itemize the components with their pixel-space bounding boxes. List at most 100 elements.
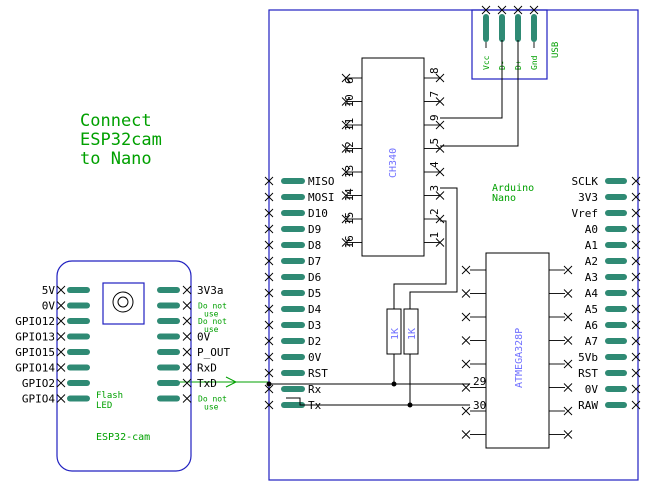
atmega-chip [485, 252, 550, 449]
nano-right-pin-pad [605, 338, 627, 344]
ch340-right-pin-num-5: 3 [428, 185, 441, 192]
ch340-right-pin-cross [435, 238, 445, 247]
esp-left-pin-cross [56, 378, 66, 388]
nano-left-pin-cross [264, 336, 274, 346]
esp-left-pin-label-5: GPIO14 [15, 362, 55, 375]
esp-left-pin-cross [56, 316, 66, 326]
nano-right-pin-cross [631, 352, 641, 362]
nano-right-pin-label-12: RST [578, 367, 598, 380]
nano-left-pin-pad [281, 274, 305, 280]
nano-right-pin-label-13: 0V [585, 383, 599, 396]
atmega-right-pin-cross [563, 383, 573, 392]
nano-left-pin-pad [281, 178, 305, 184]
nano-left-pin-cross [264, 240, 274, 250]
nano-left-pin-pad [281, 322, 305, 328]
nano-left-pin-cross [264, 304, 274, 314]
nano-right-pin-cross [631, 240, 641, 250]
nano-left-pin-pad [281, 242, 305, 248]
usb-pin-cross [529, 5, 539, 15]
esp-left-pin-pad [67, 395, 90, 402]
nano-right-pin-label-7: A4 [585, 287, 599, 300]
esp-left-pin-pad [67, 302, 90, 309]
ch340-right-pin-num-0: 8 [428, 67, 441, 74]
ch340-left-pin-num-2: 11 [343, 118, 356, 131]
esp-right-pin-cross [182, 363, 192, 372]
wire-usb-dplus [440, 40, 519, 147]
nano-right-pin-label-3: A0 [585, 223, 598, 236]
ch340-right-pin-cross [435, 97, 445, 106]
esp-left-pin-cross [56, 332, 66, 341]
atmega-left-pin-cross [461, 289, 471, 298]
esp-right-pin-label-2-a: Do not [198, 317, 227, 326]
nano-right-pin-cross [631, 368, 641, 378]
esp-left-pin-cross [56, 285, 66, 295]
nano-left-pin-label-5: D7 [308, 255, 321, 268]
usb-connector-outline [471, 9, 548, 80]
usb-pin-pad [531, 14, 537, 42]
nano-left-pin-label-12: RST [308, 367, 328, 380]
atmega-left-pin-cross [461, 406, 471, 416]
nano-right-pin-pad [605, 194, 627, 200]
nano-left-pin-pad [281, 226, 305, 232]
esp-left-pin-cross [56, 301, 66, 310]
usb-pin-cross [481, 5, 491, 15]
nano-right-pin-pad [605, 210, 627, 216]
nano-left-pin-cross [264, 208, 274, 218]
esp-left-pin-label-7: GPIO4 [22, 393, 55, 406]
esp-right-pin-cross [182, 394, 192, 403]
flash-led-label-1: Flash [96, 391, 123, 401]
atmega-left-pin-cross [461, 312, 471, 322]
nano-right-pin-label-0: SCLK [572, 175, 599, 188]
nano-left-pin-cross [264, 384, 274, 394]
nano-left-pin-cross [264, 176, 274, 186]
atmega-label: ATMEGA328P [514, 328, 525, 388]
ch340-label: CH340 [388, 148, 399, 178]
camera-lens-icon [112, 291, 134, 313]
nano-left-pin-label-6: D6 [308, 271, 321, 284]
esp-right-pin-label-4: P_OUT [197, 346, 230, 359]
esp-right-pin-label-0: 3V3a [197, 284, 224, 297]
nano-left-pin-pad [281, 402, 305, 408]
usb-label: USB [551, 42, 561, 58]
nano-left-pin-cross [264, 224, 274, 234]
atmega-pins [461, 265, 573, 439]
nano-label-line-1: Arduino [492, 183, 534, 194]
esp-left-pin-cross [56, 347, 66, 357]
nano-left-pin-label-7: D5 [308, 287, 321, 300]
nano-left-pin-pad [281, 338, 305, 344]
nano-right-pin-cross [631, 192, 641, 202]
nano-right-pin-pad [605, 322, 627, 328]
esp-left-pin-pad [67, 287, 90, 293]
nano-right-pin-cross [631, 288, 641, 298]
esp-right-pin-label-5: RxD [197, 362, 217, 375]
esp-left-pin-label-4: GPIO15 [15, 346, 55, 359]
nano-left-pin-label-4: D8 [308, 239, 321, 252]
nano-right-pin-pad [605, 386, 627, 392]
nano-right-pin-label-9: A6 [585, 319, 598, 332]
esp-left-pin-pad [67, 364, 90, 371]
ch340-right-pin-cross [435, 191, 445, 200]
esp-right-pin-label-1-a: Do not [198, 302, 227, 311]
usb-pin-cross [497, 5, 507, 15]
esp-right-pin-pad [157, 302, 180, 309]
esp-right-pin-cross [182, 332, 192, 341]
atmega-left-pin-cross [461, 336, 471, 345]
esp-right-pin-cross [182, 347, 192, 357]
usb-pin-pad [483, 14, 489, 42]
ch340-left-pin-num-5: 14 [343, 188, 356, 202]
ch340-left-pin-num-4: 13 [343, 165, 356, 178]
nano-right-pin-label-4: A1 [585, 239, 598, 252]
atmega-pin-30: 30 [473, 399, 486, 412]
nano-right-pin-pad [605, 354, 627, 360]
esp-left-pin-pad [67, 380, 90, 386]
esp-right-pin-label-7-b: use [204, 403, 219, 412]
esp-right-pin-cross [182, 378, 192, 388]
nano-right-pin-cross [631, 224, 641, 234]
nano-left-pin-pad [281, 210, 305, 216]
esp-right-pin-pad [157, 349, 180, 355]
ch340-left-pin-cross [341, 120, 351, 130]
wire-ch340-pin2 [393, 220, 447, 309]
